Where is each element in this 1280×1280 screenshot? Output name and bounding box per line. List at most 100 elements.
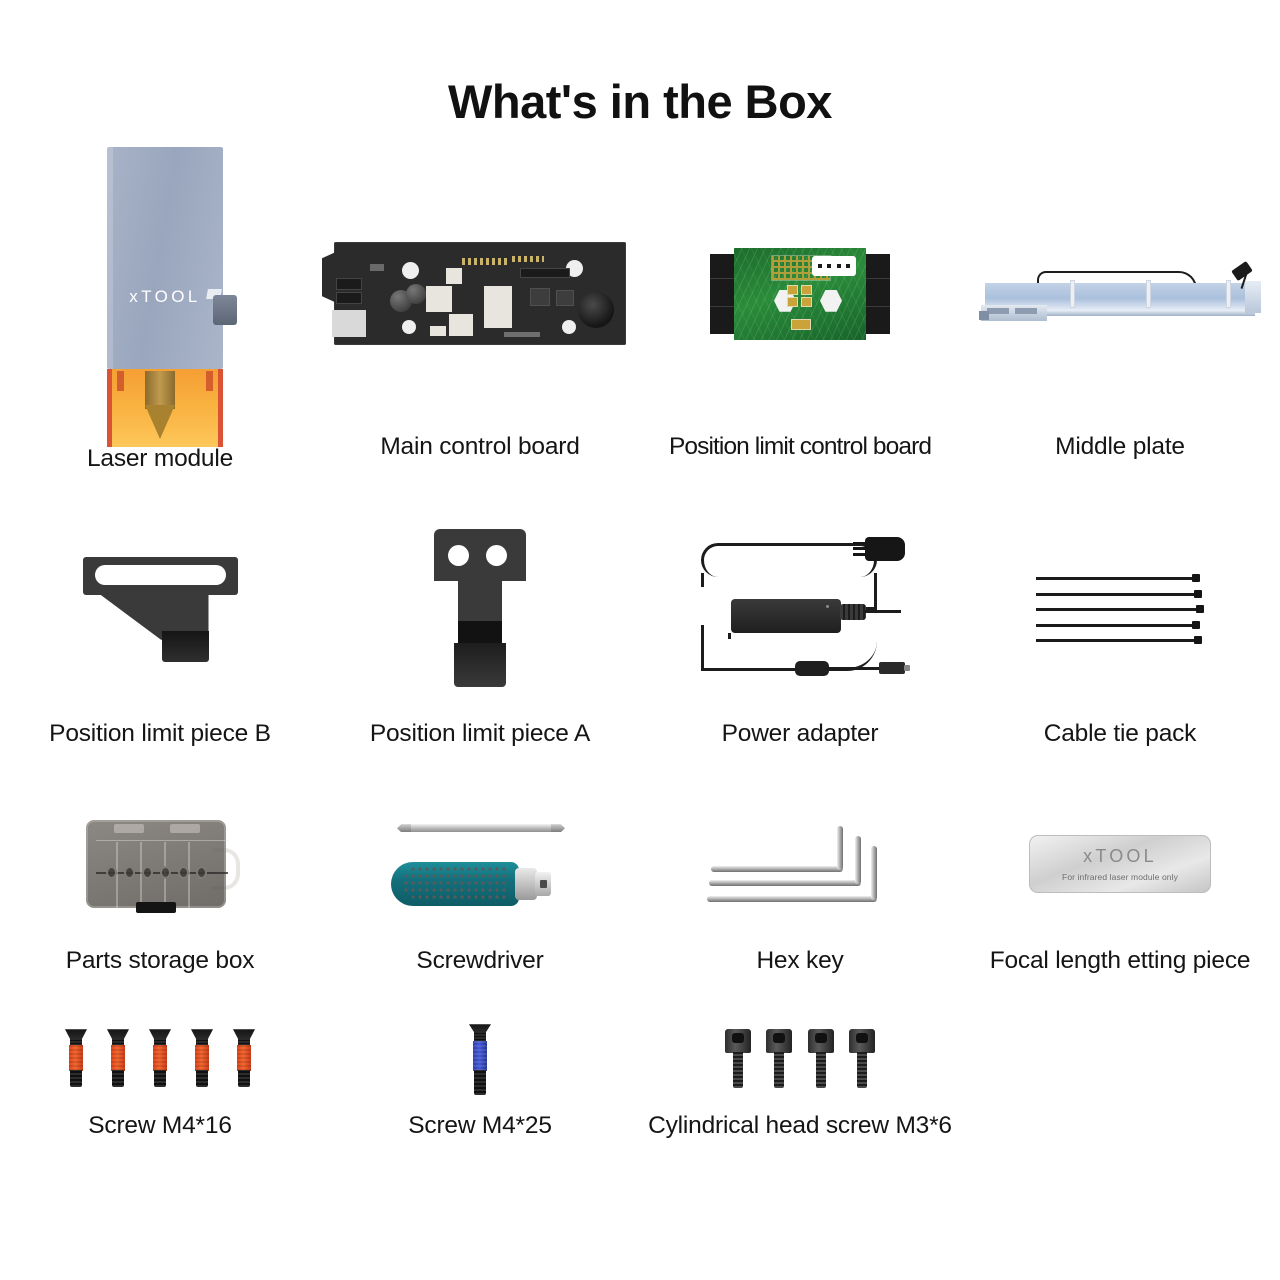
box-shell	[86, 820, 228, 909]
item-label: Laser module	[86, 445, 234, 472]
hex-hole-left	[774, 289, 796, 312]
screw-head	[469, 1024, 491, 1034]
smd-part-b	[504, 332, 540, 338]
item-cylindrical-head-screw-m3-6: Cylindrical head screw M3*6	[640, 1007, 960, 1182]
cable-tie-pack-art	[960, 497, 1280, 722]
box-compartment	[106, 866, 117, 880]
screw-thread	[474, 1070, 486, 1096]
position-limit-control-board-illustration	[710, 247, 890, 340]
smd-pad-e	[791, 318, 811, 330]
green-pcb	[734, 247, 866, 340]
middle-plate-art	[960, 153, 1280, 435]
ferrite-bead	[795, 661, 829, 677]
buzzer	[578, 292, 614, 329]
module-shield	[484, 286, 512, 329]
cover-edge-left	[107, 369, 112, 447]
connector-b	[336, 292, 362, 305]
item-label: Main control board	[380, 432, 580, 460]
socket-head-screw	[848, 1029, 875, 1089]
hex-key-art	[640, 780, 960, 949]
power-led	[826, 605, 829, 609]
smd-pad-d	[801, 296, 812, 307]
dc-cable-stub	[728, 633, 731, 640]
item-label: Power adapter	[721, 719, 879, 747]
item-middle-plate: Middle plate	[960, 153, 1280, 497]
strain-relief	[840, 604, 866, 621]
item-label: Screw M4*16	[88, 1111, 232, 1139]
focal-length-setting-piece-illustration: xTOOL For infrared laser module only	[1029, 835, 1211, 894]
item-laser-module: xTOOL Laser module	[0, 147, 320, 497]
position-limit-piece-b-illustration	[82, 556, 238, 662]
iec-connector	[865, 537, 905, 562]
pin-header-b	[512, 256, 544, 263]
power-adapter-illustration	[695, 537, 910, 681]
screwdriver-bit-shaft	[407, 824, 555, 833]
screw-threadlock-patch	[473, 1041, 487, 1072]
laser-knob	[213, 295, 237, 325]
bracket-foot	[454, 643, 506, 688]
item-parts-storage-box: Parts storage box	[0, 780, 320, 1007]
ac-cable-left-drop	[701, 573, 704, 588]
bracket-scallops	[94, 574, 226, 585]
socket-head-screw	[766, 1029, 793, 1089]
item-label: Screwdriver	[416, 946, 544, 974]
cover-inner-left	[117, 371, 124, 391]
item-cable-tie-pack: Cable tie pack	[960, 497, 1280, 780]
parts-storage-box-art	[0, 780, 320, 949]
item-label: Cable tie pack	[1043, 719, 1197, 747]
usb-port	[332, 310, 366, 338]
adapter-brick	[731, 599, 841, 634]
connector-block-right	[862, 253, 890, 334]
box-divider	[140, 842, 142, 909]
box-divider	[116, 842, 118, 909]
item-label: Parts storage box	[65, 946, 255, 974]
cable-tie-pack-illustration	[1036, 574, 1204, 645]
grid-empty-cell	[960, 1007, 1280, 1182]
bracket-hole-right	[486, 545, 507, 567]
laser-nozzle-barrel	[145, 371, 175, 409]
focal-card-subtitle: For infrared laser module only	[1062, 872, 1178, 883]
position-limit-control-board-art	[640, 153, 960, 435]
connector-block-left	[710, 253, 738, 334]
mount-hole-c	[566, 260, 583, 278]
cylindrical-head-screw-m3-6-illustration	[725, 1029, 875, 1091]
position-limit-piece-a-illustration	[434, 529, 526, 689]
item-screwdriver: Screwdriver	[320, 780, 640, 1007]
hex-hole-right	[820, 289, 842, 312]
smd-part-a	[370, 264, 384, 272]
connector-a	[336, 278, 362, 291]
item-focal-length-setting-piece: xTOOL For infrared laser module only Foc…	[960, 780, 1280, 1007]
item-screw-m4-16: Screw M4*16	[0, 1007, 320, 1182]
smd-pad-c	[787, 296, 798, 307]
laser-module-art: xTOOL	[0, 147, 320, 447]
item-position-limit-piece-b: Position limit piece B	[0, 497, 320, 780]
focal-card-brand: xTOOL	[1083, 846, 1157, 867]
parts-storage-box-illustration	[80, 816, 240, 914]
screw-m4-25-illustration	[469, 1024, 491, 1096]
screw-m4-25-art	[320, 1007, 640, 1114]
screw-m4-16	[233, 1029, 255, 1091]
cable-tie	[1036, 605, 1204, 614]
item-label: Middle plate	[1055, 432, 1185, 460]
screwdriver-art	[320, 780, 640, 949]
item-label: Cylindrical head screw M3*6	[648, 1111, 952, 1139]
socket-row	[520, 268, 570, 279]
screwdriver-collar	[515, 868, 537, 901]
smd-pad-b	[801, 284, 812, 295]
sd-slot	[449, 314, 473, 337]
item-position-limit-piece-a: Position limit piece A	[320, 497, 640, 780]
laser-body	[107, 147, 223, 369]
box-clasp	[136, 902, 176, 914]
cover-inner-right	[206, 371, 213, 391]
item-main-control-board: Main control board	[320, 153, 640, 497]
cover-edge-right	[218, 369, 223, 447]
box-compartment	[178, 866, 189, 880]
driver-chip-b	[556, 290, 574, 307]
position-limit-piece-a-art	[320, 497, 640, 722]
item-label: Position limit control board	[668, 432, 932, 460]
chip-tiny	[430, 326, 446, 337]
item-position-limit-control-board: Position limit control board	[640, 153, 960, 497]
cylindrical-head-screw-m3-6-art	[640, 1007, 960, 1114]
position-limit-piece-b-art	[0, 497, 320, 722]
